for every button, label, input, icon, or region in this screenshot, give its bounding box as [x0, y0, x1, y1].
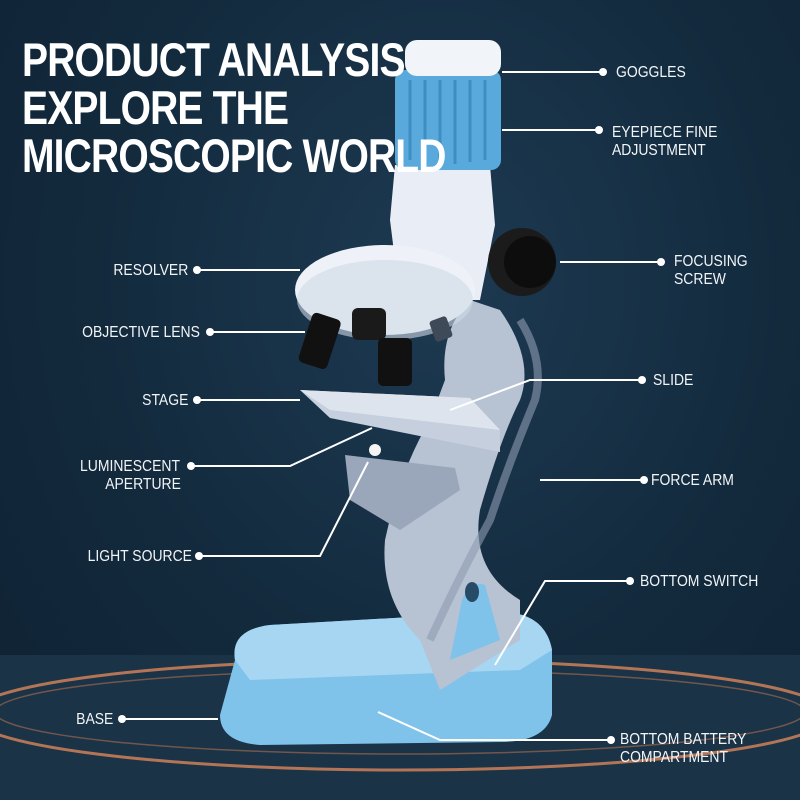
label-luminescent-aperture: LUMINESCENT APERTURE [80, 458, 181, 494]
label-stage: STAGE [141, 392, 188, 409]
magnification-badge [429, 316, 453, 342]
title-line-3: MICROSCOPIC WORLD [22, 129, 446, 182]
label-light-source: LIGHT SOURCE [87, 548, 192, 565]
label-base: BASE [75, 711, 113, 728]
label-battery-compartment: BOTTOM BATTERY COMPARTMENT [620, 731, 746, 767]
label-resolver: RESOLVER [113, 262, 188, 279]
label-eyepiece: EYEPIECE FINE ADJUSTMENT [612, 124, 717, 160]
label-slide: SLIDE [653, 372, 694, 389]
light-platform [345, 455, 460, 530]
label-focusing-line-2: SCREW [674, 271, 726, 288]
label-battery-line-2: COMPARTMENT [620, 749, 728, 766]
resolver-shade [297, 260, 473, 340]
light-source [369, 444, 381, 456]
bottom-switch [465, 582, 479, 602]
label-battery-line-1: BOTTOM BATTERY [620, 731, 747, 748]
leader-dots [118, 68, 665, 744]
label-goggles: GOGGLES [616, 64, 686, 81]
focusing-screw-face [504, 236, 556, 288]
switch-housing [450, 584, 500, 660]
label-objective-lens: OBJECTIVE LENS [82, 324, 200, 341]
label-focusing-screw: FOCUSING SCREW [674, 253, 748, 289]
goggles [405, 40, 501, 76]
stage-top [300, 390, 500, 430]
label-luminescent-line-1: LUMINESCENT [80, 458, 180, 475]
leader-lines [123, 71, 660, 741]
title-line-1: PRODUCT ANALYSIS [22, 33, 405, 86]
label-focusing-line-1: FOCUSING [674, 253, 748, 270]
label-eyepiece-line-1: EYEPIECE FINE [612, 124, 718, 141]
label-force-arm: FORCE ARM [651, 472, 734, 489]
arm-edge [426, 317, 542, 642]
page-title: PRODUCT ANALYSIS EXPLORE THE MICROSCOPIC… [22, 36, 446, 180]
label-bottom-switch: BOTTOM SWITCH [640, 573, 759, 590]
objective-lens-3 [378, 338, 412, 386]
force-arm [384, 300, 525, 690]
objective-lens-2 [352, 308, 386, 340]
eyepiece-tube [395, 70, 501, 170]
label-eyepiece-line-2: ADJUSTMENT [612, 142, 706, 159]
objective-lens-1 [298, 312, 341, 370]
title-line-2: EXPLORE THE [22, 81, 289, 134]
label-luminescent-line-2: APERTURE [105, 476, 181, 493]
